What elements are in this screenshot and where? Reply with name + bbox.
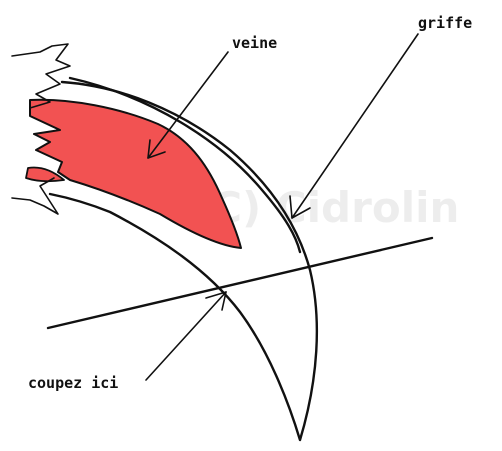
cut-line: [48, 238, 432, 328]
claw-label: griffe: [418, 14, 472, 32]
claw-torn-edge-lower: [12, 178, 58, 214]
claw-torn-edge: [12, 44, 70, 108]
vein-arrow: [148, 52, 228, 158]
vein-label: veine: [232, 34, 277, 52]
cut-label: coupez ici: [28, 374, 118, 392]
cut-arrow: [146, 292, 226, 380]
